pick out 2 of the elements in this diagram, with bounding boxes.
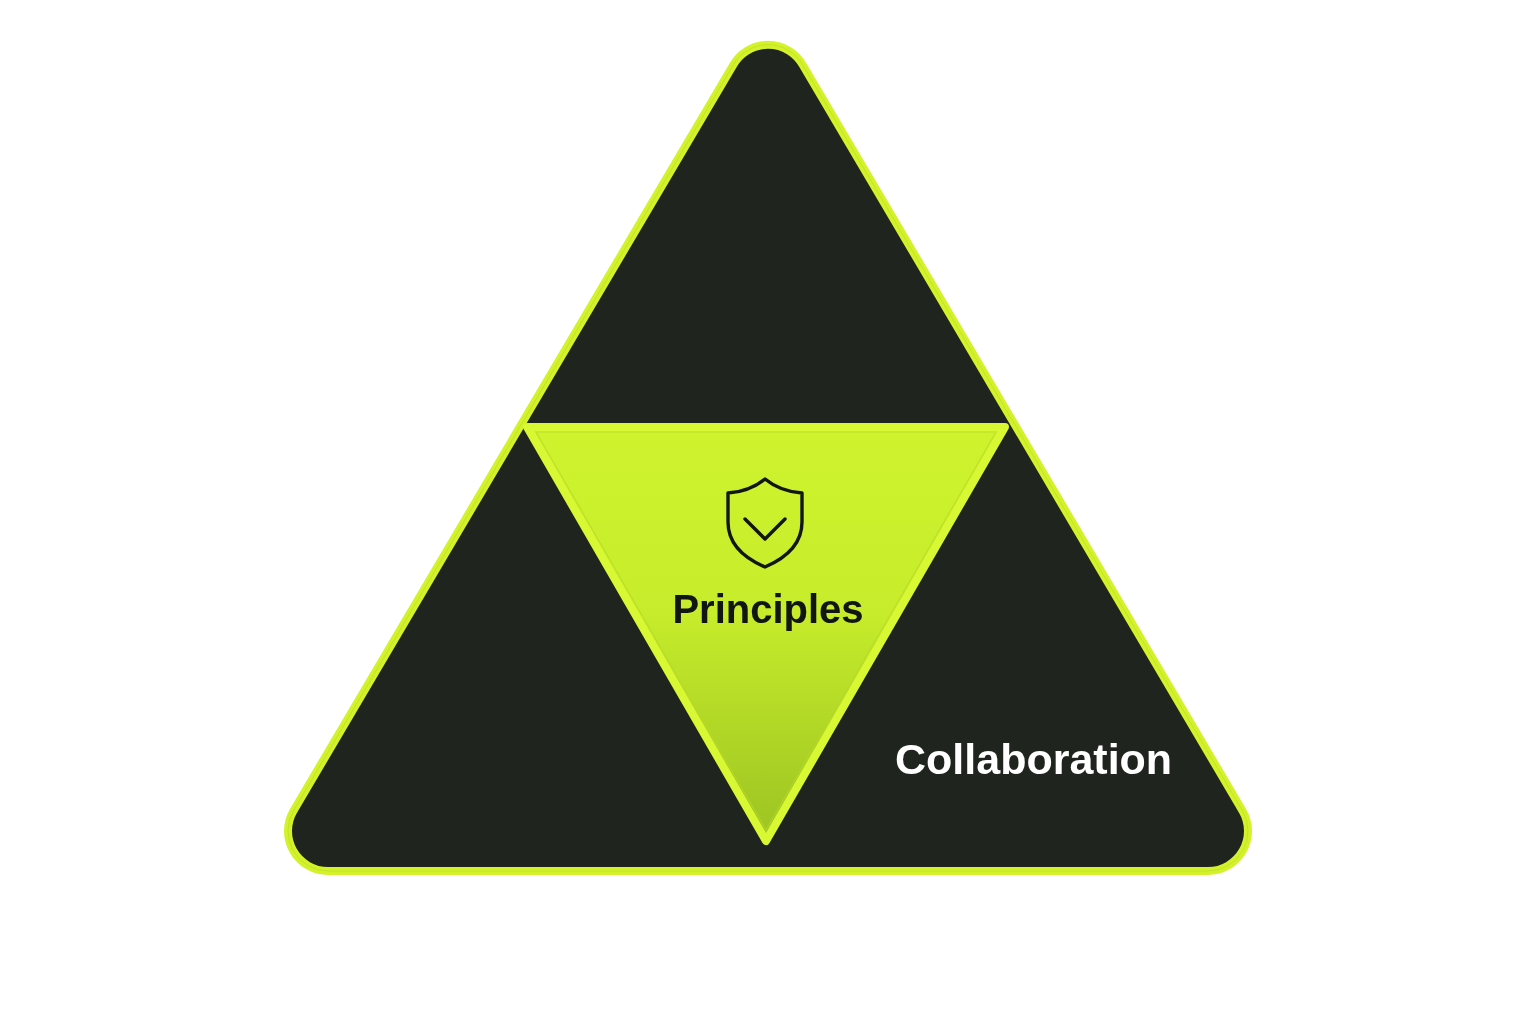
- triangle-label: Collaboration: [895, 738, 1173, 781]
- triangle-label: Principles: [672, 589, 864, 629]
